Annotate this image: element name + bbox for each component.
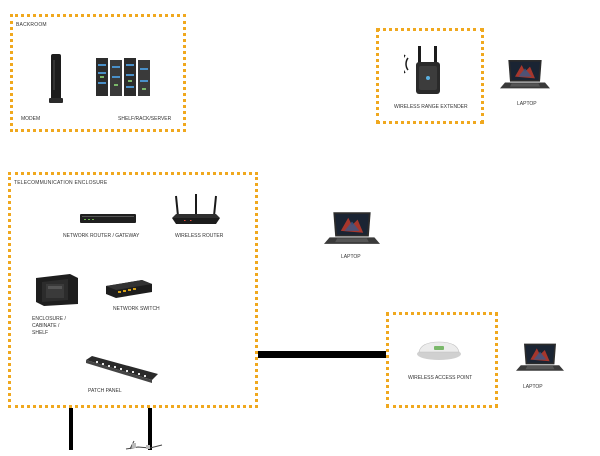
laptop-icon: [516, 342, 564, 379]
server-rack-label: SHELF/RACK/SERVER: [118, 116, 171, 123]
access-point-label: WIRELESS ACCESS POINT: [408, 375, 472, 382]
zone-title: BACKROOM: [16, 22, 47, 28]
wireless-router-label: WIRELESS ROUTER: [175, 233, 223, 240]
patch-panel-label: PATCH PANEL: [88, 388, 122, 395]
cable-connector-icon: [124, 438, 164, 456]
enclosure-label-line: ENCLOSURE /: [32, 316, 66, 323]
access-point-icon: [416, 338, 462, 367]
modem-label: MODEM: [21, 116, 40, 123]
cabinet-icon: [34, 272, 80, 311]
enclosure-label-line: CABINATE /: [32, 323, 59, 330]
laptop-icon: [324, 210, 380, 253]
modem-icon: [48, 52, 64, 111]
enclosure-label-line: SHELF: [32, 330, 48, 337]
zone-title: TELECOMMUNICATION ENCLOSURE: [14, 180, 107, 186]
range-extender-label: WIRELESS RANGE EXTENDER: [394, 104, 468, 111]
laptop-label: LAPTOP: [341, 254, 361, 261]
wireless-router-icon: [170, 194, 222, 231]
server-rack-icon: [96, 56, 152, 103]
gateway-label: NETWORK ROUTER / GATEWAY: [63, 233, 139, 240]
laptop-icon: [500, 58, 550, 97]
switch-label: NETWORK SWITCH: [113, 306, 160, 313]
switch-icon: [104, 276, 154, 305]
range-extender-icon: [404, 44, 446, 101]
gateway-icon: [78, 210, 138, 231]
laptop-label: LAPTOP: [517, 101, 537, 108]
laptop-label: LAPTOP: [523, 384, 543, 391]
cable-telecom-to-access-point: [258, 351, 386, 358]
cable-vertical-left: [69, 408, 73, 450]
patch-panel-icon: [84, 354, 160, 389]
